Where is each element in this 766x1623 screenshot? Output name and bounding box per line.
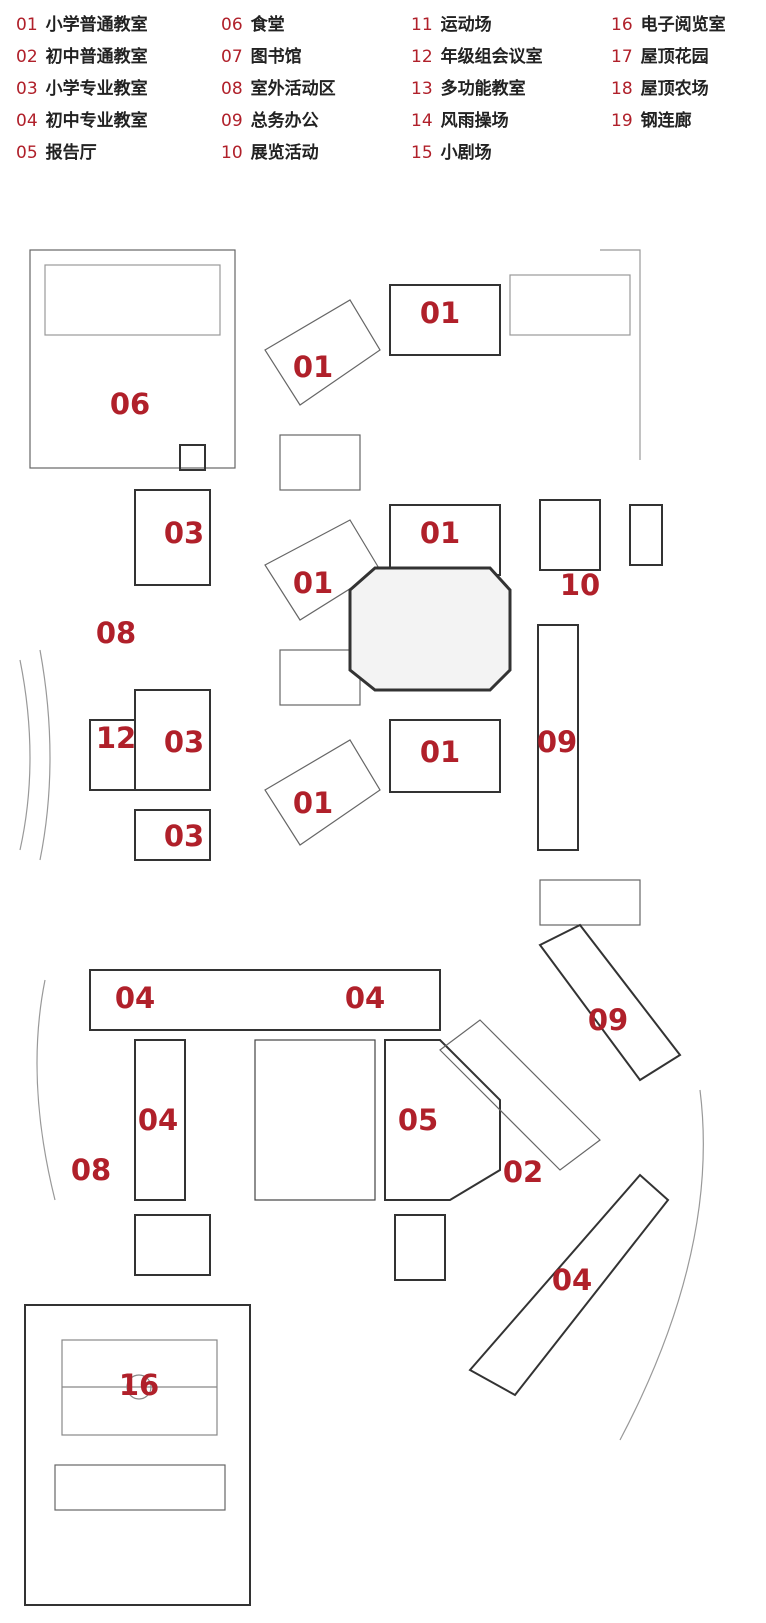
room-label: 01 [292,566,334,600]
legend-label: 电子阅览室 [640,15,726,35]
room-label: 01 [292,350,334,384]
room-label: 04 [344,981,386,1015]
room-label: 09 [587,1003,629,1037]
legend-number: 04 [16,111,38,131]
legend-number: 15 [411,143,433,163]
legend-number: 18 [611,79,633,99]
legend-label: 报告厅 [45,143,97,163]
room-label: 01 [419,296,461,330]
legend-label: 钢连廊 [640,111,692,131]
legend-item: 18 屋顶农场 [611,74,709,99]
legend-item: 09 总务办公 [221,106,319,131]
canteen-block [29,249,236,469]
room-label: 10 [559,568,601,602]
legend-item: 10 展览活动 [221,138,319,163]
room-label: 16 [118,1368,160,1402]
legend-label: 初中普通教室 [45,47,148,67]
legend-number: 05 [16,143,38,163]
room-label: 12 [95,721,137,755]
room-label: 08 [95,616,137,650]
room-label: 03 [163,819,205,853]
floor-plan [19,249,704,1606]
legend: 01 小学普通教室 02 初中普通教室 03 小学专业教室 04 初中专业教室 05 报告厅 06 食… [16,10,756,180]
legend-item: 11 运动场 [411,10,492,35]
legend-label: 初中专业教室 [45,111,148,131]
legend-item: 16 电子阅览室 [611,10,726,35]
legend-item: 19 钢连廊 [611,106,692,131]
legend-number: 03 [16,79,38,99]
legend-item: 05 报告厅 [16,138,97,163]
room-label: 03 [163,725,205,759]
legend-number: 19 [611,111,633,131]
room-label: 04 [551,1263,593,1297]
legend-label: 小学普通教室 [45,15,148,35]
legend-label: 室外活动区 [250,79,336,99]
legend-item: 04 初中专业教室 [16,106,148,131]
legend-item: 12 年级组会议室 [411,42,543,67]
legend-item: 08 室外活动区 [221,74,336,99]
legend-item: 03 小学专业教室 [16,74,148,99]
legend-number: 08 [221,79,243,99]
room-label: 01 [419,516,461,550]
legend-number: 13 [411,79,433,99]
legend-label: 年级组会议室 [440,47,543,67]
classroom-wing [264,299,381,406]
legend-number: 14 [411,111,433,131]
room-label: 05 [397,1103,439,1137]
legend-label: 总务办公 [250,111,319,131]
legend-label: 屋顶花园 [640,47,709,67]
room-label: 04 [137,1103,179,1137]
room-label: 03 [163,516,205,550]
legend-label: 展览活动 [250,143,319,163]
legend-item: 06 食堂 [221,10,285,35]
legend-label: 食堂 [250,15,285,35]
legend-number: 06 [221,15,243,35]
legend-number: 02 [16,47,38,67]
legend-number: 10 [221,143,243,163]
room-label: 09 [536,725,578,759]
room-label: 02 [502,1155,544,1189]
legend-label: 图书馆 [250,47,302,67]
sports-hall [24,1304,251,1606]
legend-item: 02 初中普通教室 [16,42,148,67]
room-label: 04 [114,981,156,1015]
legend-item: 07 图书馆 [221,42,302,67]
legend-item: 15 小剧场 [411,138,492,163]
room-label: 06 [109,387,151,421]
legend-number: 11 [411,15,433,35]
legend-item: 13 多功能教室 [411,74,526,99]
room-label: 08 [70,1153,112,1187]
legend-number: 09 [221,111,243,131]
legend-number: 01 [16,15,38,35]
legend-label: 多功能教室 [440,79,526,99]
legend-item: 01 小学普通教室 [16,10,148,35]
legend-label: 小学专业教室 [45,79,148,99]
legend-label: 屋顶农场 [640,79,709,99]
room-label: 01 [419,735,461,769]
legend-item: 17 屋顶花园 [611,42,709,67]
legend-number: 17 [611,47,633,67]
legend-item: 14 风雨操场 [411,106,509,131]
legend-number: 07 [221,47,243,67]
legend-label: 风雨操场 [440,111,509,131]
legend-number: 16 [611,15,633,35]
room-label: 01 [292,786,334,820]
legend-number: 12 [411,47,433,67]
legend-label: 运动场 [440,15,492,35]
legend-label: 小剧场 [440,143,492,163]
